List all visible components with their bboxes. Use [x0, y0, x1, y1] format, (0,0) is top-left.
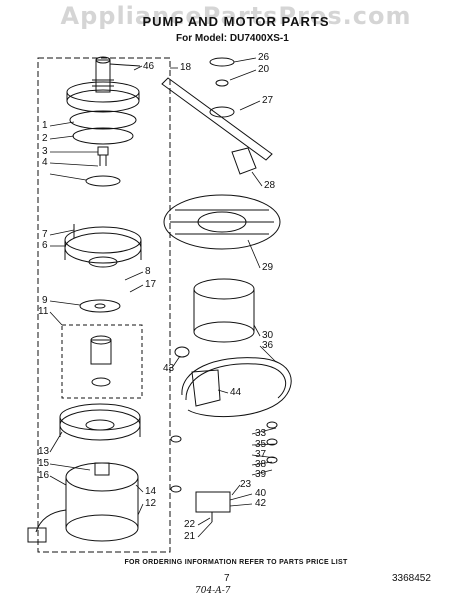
spray-arm-part — [161, 77, 273, 161]
bracket-part — [191, 369, 221, 407]
model-label: For Model: DU7400XS-1 — [176, 33, 289, 44]
callout-37: 37 — [255, 449, 267, 460]
valve-part — [195, 491, 231, 522]
callout-43: 43 — [163, 363, 175, 374]
impeller-plate-part — [79, 299, 121, 313]
callout-16: 16 — [38, 470, 50, 481]
callout-38: 38 — [255, 459, 267, 470]
bolt-part — [97, 146, 109, 166]
callout-12: 12 — [145, 498, 157, 509]
cap-part — [174, 346, 190, 358]
callout-2: 2 — [42, 133, 48, 144]
nut-part — [209, 57, 235, 67]
filter-ring-part — [193, 278, 255, 343]
washer-part — [85, 175, 121, 187]
callout-15: 15 — [38, 458, 50, 469]
callout-22: 22 — [184, 519, 196, 530]
callout-40: 40 — [255, 488, 267, 499]
hardware-part — [170, 421, 278, 493]
callout-3: 3 — [42, 146, 48, 157]
seal-ring-part — [69, 110, 137, 130]
pump-top-column-part — [66, 56, 141, 113]
clip-part — [231, 147, 257, 175]
callout-29: 29 — [262, 262, 274, 273]
callout-27: 27 — [262, 95, 274, 106]
callout-13: 13 — [38, 446, 50, 457]
callout-28: 28 — [264, 180, 276, 191]
callout-7: 7 — [42, 229, 48, 240]
gasket-part — [72, 127, 134, 145]
callout-8: 8 — [145, 266, 151, 277]
callout-21: 21 — [184, 531, 196, 542]
callout-36: 36 — [262, 340, 274, 351]
callout-33: 33 — [255, 428, 267, 439]
callout-6: 6 — [42, 240, 48, 251]
filter-screen-part — [163, 194, 281, 250]
callout-1: 1 — [42, 120, 48, 131]
callout-17: 17 — [145, 279, 157, 290]
impeller-part — [90, 335, 112, 387]
page-title: PUMP AND MOTOR PARTS — [142, 14, 330, 29]
callout-23: 23 — [240, 479, 252, 490]
dashed-assembly-boundary — [37, 57, 171, 553]
callout-26: 26 — [258, 52, 270, 63]
callout-18: 18 — [180, 62, 192, 73]
motor-part — [27, 462, 139, 543]
callout-11: 11 — [38, 306, 49, 317]
ordering-note: FOR ORDERING INFORMATION REFER TO PARTS … — [124, 559, 348, 566]
leader-lines — [49, 57, 277, 538]
callout-14: 14 — [145, 486, 157, 497]
callout-20: 20 — [258, 64, 270, 75]
callout-9: 9 — [42, 295, 48, 306]
callout-4: 4 — [42, 157, 48, 168]
callout-35: 35 — [255, 439, 267, 450]
pump-housing-part — [64, 224, 142, 268]
heating-element-part — [181, 357, 292, 417]
motor-mount-part — [59, 403, 141, 441]
callout-44: 44 — [230, 387, 242, 398]
callout-39: 39 — [255, 469, 267, 480]
document-number: 3368452 — [392, 573, 431, 584]
handwritten-note: 704-A-7 — [195, 586, 231, 596]
callout-46: 46 — [143, 61, 155, 72]
callout-30: 30 — [262, 330, 274, 341]
page-number: 7 — [224, 573, 230, 584]
watermark-logo: AppliancePartsPros.com — [60, 2, 412, 30]
callout-42: 42 — [255, 498, 267, 509]
